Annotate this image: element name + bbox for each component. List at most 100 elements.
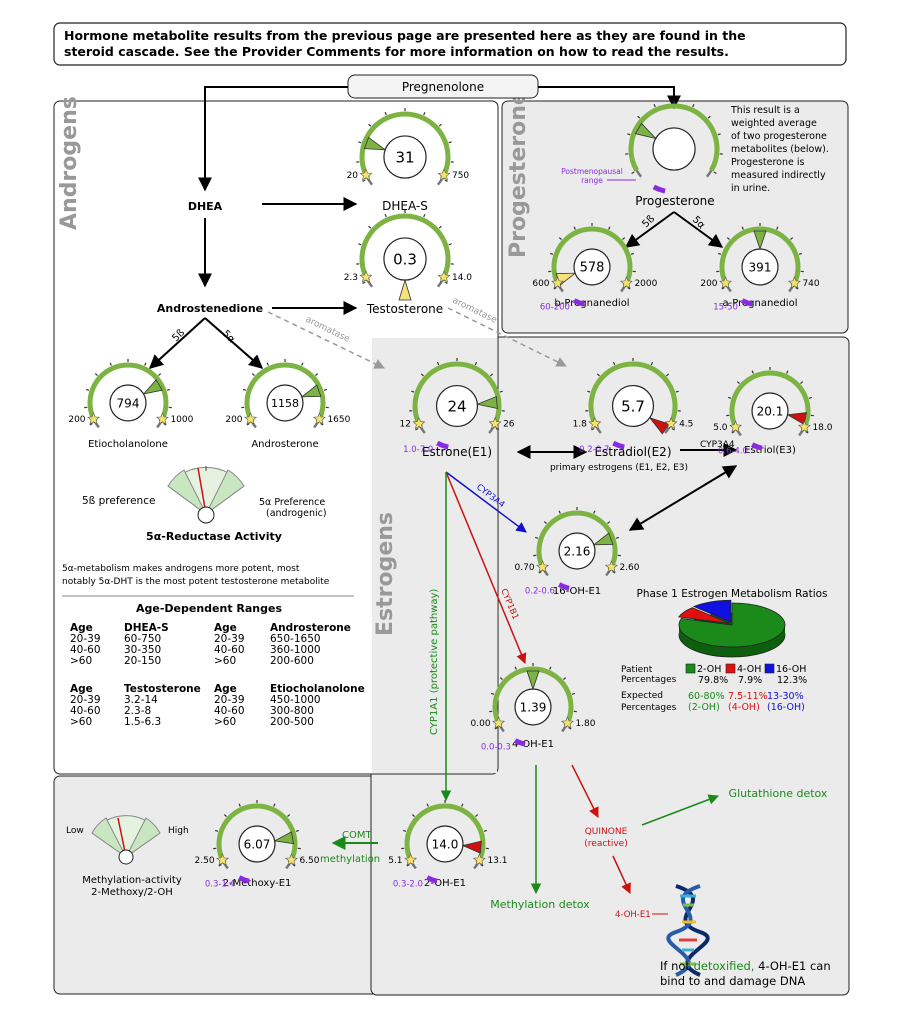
postmeno-label-1: Postmenopausal: [561, 167, 623, 176]
phase1-expected-label-1: Expected: [621, 691, 663, 701]
svg-text:20-150: 20-150: [124, 655, 161, 667]
svg-text:1.5-6.3: 1.5-6.3: [124, 716, 161, 728]
methylation-gauge-label-1: Methylation-activity: [82, 875, 182, 886]
reductase-alpha-pref-1: 5α Preference: [259, 497, 325, 508]
gauge-dheas-low-label: 20: [347, 171, 359, 181]
gauge-methoxy-high-label: 6.50: [299, 856, 319, 866]
reductase-beta-pref: 5ß preference: [82, 495, 155, 507]
androgens-title: Androgens: [57, 96, 82, 230]
gauge-oh2-low-label: 5.1: [388, 856, 402, 866]
phase1-patient-label-1: Patient: [621, 665, 653, 675]
gauge-testosterone-low-label: 2.3: [344, 273, 358, 283]
reductase-note-1: 5α-metabolism makes androgens more poten…: [62, 564, 300, 574]
gauge-estriol-postmeno-label: 0.6-4.0: [718, 446, 748, 456]
cyp1a1-label: CYP1A1 (protective pathway): [429, 589, 440, 735]
svg-text:7.5-11%: 7.5-11%: [728, 691, 768, 702]
svg-text:>60: >60: [70, 655, 92, 667]
etiocholanolone-label: Etiocholanolone: [88, 439, 168, 450]
phase1-title: Phase 1 Estrogen Metabolism Ratios: [636, 588, 827, 600]
glutathione-detox-label: Glutathione detox: [729, 787, 828, 800]
gauge-andro-low-label: 200: [225, 415, 242, 425]
methylation-gauge-label-2: 2-Methoxy/2-OH: [91, 887, 173, 898]
gauge-estrone-postmeno-label: 1.0-7.0: [403, 445, 433, 455]
gauge-estradiol-value: 5.7: [621, 397, 645, 415]
progesterone-note: This result is a weighted average of two…: [730, 105, 829, 194]
svg-text:>60: >60: [70, 716, 92, 728]
age-ranges-title: Age-Dependent Ranges: [136, 602, 282, 615]
svg-text:(4-OH): (4-OH): [728, 702, 760, 713]
gauge-dheas-high-label: 750: [452, 171, 469, 181]
quinone-label: QUINONE: [585, 827, 628, 837]
gauge-progesterone-face: [653, 128, 695, 170]
svg-text:(2-OH): (2-OH): [688, 702, 720, 713]
gauge-a_preg-value: 391: [749, 260, 772, 274]
gauge-estradiol-postmeno-label: 0.2-0.7: [579, 445, 609, 455]
gauge-b_preg-value: 578: [580, 261, 605, 276]
gauge-oh16-low-label: 0.70: [515, 563, 535, 573]
reductase-note-2: notably 5α-DHT is the most potent testos…: [62, 577, 330, 587]
gauge-oh2-postmeno-label: 0.3-2.0: [393, 879, 423, 889]
svg-text:16-OH: 16-OH: [776, 664, 806, 675]
dhea-label: DHEA: [188, 200, 223, 213]
reductase-title: 5α-Reductase Activity: [146, 530, 282, 543]
gauge-estriol-value: 20.1: [757, 404, 784, 418]
gauge-oh2-value: 14.0: [432, 837, 459, 851]
svg-text:in urine.: in urine.: [731, 183, 770, 194]
gauge-estrone-high-label: 26: [503, 420, 515, 430]
gauge-a_preg-low-label: 200: [700, 279, 717, 289]
gauge-oh16-value: 2.16: [564, 544, 591, 558]
svg-text:This result is a: This result is a: [730, 105, 800, 116]
svg-text:7.9%: 7.9%: [738, 675, 762, 686]
reductase-alpha-pref-2: (androgenic): [266, 508, 327, 519]
svg-text:(16-OH): (16-OH): [767, 702, 805, 713]
gauge-oh4-low-label: 0.00: [471, 719, 491, 729]
comt-label: COMT: [342, 830, 372, 841]
gauge-b_preg-postmeno-label: 60-200: [540, 302, 570, 312]
gauge-etio-value: 794: [117, 396, 140, 410]
testosterone-label: Testosterone: [366, 302, 443, 316]
header-line-1: Hormone metabolite results from the prev…: [64, 28, 746, 43]
gauge-dheas-value: 31: [395, 148, 414, 166]
gauge-oh2-high-label: 13.1: [487, 856, 507, 866]
methylation-label: methylation: [320, 854, 380, 865]
methylation-gauge-high: High: [168, 826, 189, 836]
svg-text:weighted average: weighted average: [731, 118, 817, 129]
svg-text:4-OH: 4-OH: [737, 664, 761, 675]
gauge-etio-low-label: 200: [68, 415, 85, 425]
gauge-oh16-postmeno-label: 0.2-0.6: [525, 586, 555, 596]
progesterone-title: Progesterone: [506, 90, 531, 258]
estrogens-title: Estrogens: [373, 512, 398, 636]
svg-text:metabolites (below).: metabolites (below).: [731, 144, 829, 155]
svg-text:12.3%: 12.3%: [777, 675, 807, 686]
gauge-oh16-high-label: 2.60: [619, 563, 639, 573]
pregnenolone-label: Pregnenolone: [402, 80, 484, 94]
gauge-estrone-value: 24: [447, 397, 466, 415]
svg-text:60-80%: 60-80%: [688, 691, 725, 702]
svg-text:>60: >60: [214, 716, 236, 728]
androsterone-label: Androsterone: [251, 439, 318, 450]
svg-text:measured indirectly: measured indirectly: [731, 170, 826, 181]
gauge-estradiol-low-label: 1.8: [573, 420, 588, 430]
gauge-oh4-value: 1.39: [520, 700, 547, 714]
svg-text:200-600: 200-600: [270, 655, 314, 667]
gauge-oh4-high-label: 1.80: [575, 719, 595, 729]
gauge-andro-value: 1158: [271, 397, 299, 410]
androstenedione-label: Androstenedione: [157, 302, 263, 315]
phase1-expected-label-2: Percentages: [621, 703, 677, 713]
svg-text:of two progesterone: of two progesterone: [731, 131, 827, 142]
header-box: Hormone metabolite results from the prev…: [54, 23, 846, 65]
phase1-patient-label-2: Percentages: [621, 675, 677, 685]
postmeno-label-2: range: [581, 176, 603, 185]
gauge-a_preg-postmeno-label: 15-50: [713, 302, 738, 312]
progesterone-label: Progesterone: [635, 194, 714, 208]
gauge-estriol-low-label: 5.0: [713, 423, 728, 433]
svg-text:Progesterone is: Progesterone is: [731, 157, 804, 168]
gauge-etio-high-label: 1000: [170, 415, 193, 425]
svg-text:13-30%: 13-30%: [767, 691, 804, 702]
gauge-estriol-high-label: 18.0: [812, 423, 832, 433]
gauge-methoxy-low-label: 2.50: [195, 856, 215, 866]
methylation-detox-label: Methylation detox: [490, 898, 590, 911]
reactive-label: (reactive): [584, 839, 627, 849]
svg-text:2-OH: 2-OH: [697, 664, 721, 675]
